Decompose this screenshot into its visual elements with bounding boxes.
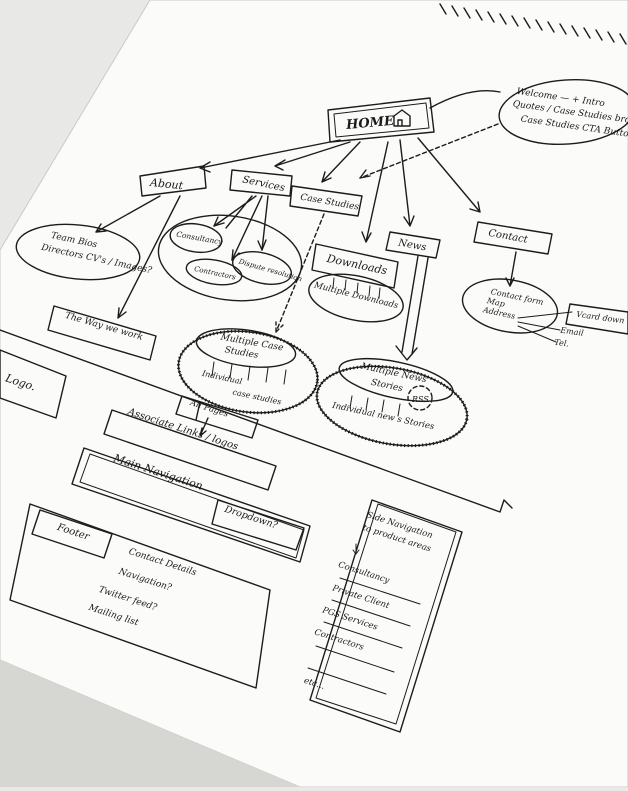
email-label: Email <box>559 326 585 338</box>
page-shadow <box>0 660 300 787</box>
home-node: HOME <box>327 97 435 143</box>
welcome-connector <box>429 90 501 109</box>
all-pages-arrow <box>199 417 209 437</box>
dropdown-box <box>211 499 305 551</box>
tel-label: Tel. <box>554 338 570 349</box>
contact-form-line-2: Map <box>485 296 506 309</box>
home-label: HOME <box>345 114 396 133</box>
news-double-arrow <box>401 255 429 355</box>
spiral-binding <box>439 3 627 45</box>
case-studies-arrow <box>275 213 325 333</box>
house-icon <box>393 109 411 127</box>
welcome-arrowhead <box>359 169 371 179</box>
rss-label: RSS <box>411 395 429 404</box>
news-arrowhead <box>395 345 418 361</box>
about-node: About <box>139 165 207 197</box>
news-label: News <box>396 237 427 253</box>
vcard-box <box>565 303 628 335</box>
about-to-way-arrow <box>117 195 181 319</box>
about-label: About <box>148 176 184 193</box>
news-node: News <box>385 231 441 259</box>
contact-extras-lines <box>517 311 573 343</box>
divider-line <box>0 329 513 513</box>
